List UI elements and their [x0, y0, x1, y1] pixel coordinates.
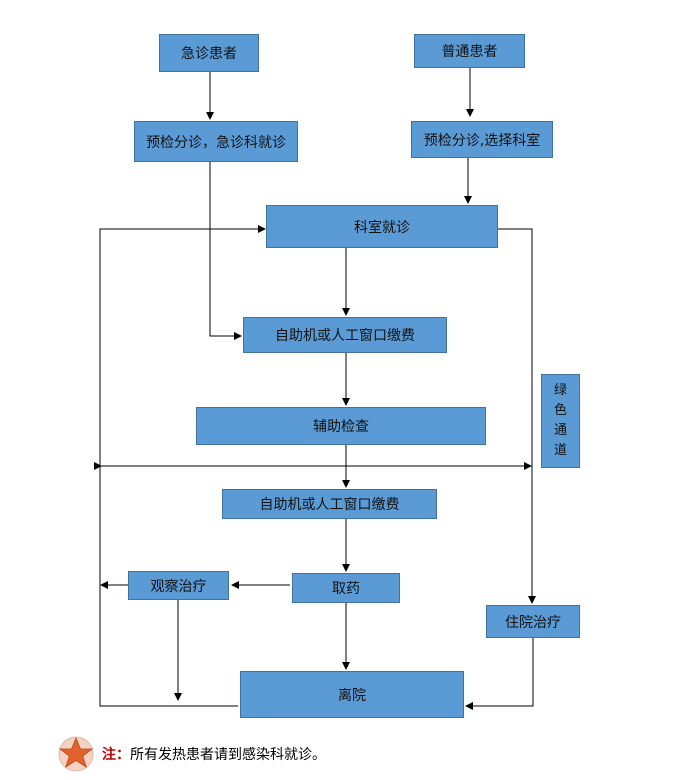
edge-dept-to-hospitalization [498, 228, 536, 604]
node-green-channel: 绿 色 通 道 [541, 374, 580, 468]
green-channel-char: 绿 [553, 383, 567, 398]
star-icon [58, 736, 94, 772]
node-triage-select-dept: 预检分诊,选择科室 [411, 121, 553, 158]
node-hospitalization: 住院治疗 [486, 605, 580, 638]
footnote: 注： 所有发热患者请到感染科就诊。 [56, 732, 326, 776]
green-channel-char: 色 [553, 403, 567, 418]
node-triage-emergency: 预检分诊，急诊科就诊 [134, 121, 298, 162]
note-label: 注： [102, 747, 130, 763]
green-channel-char: 通 [553, 423, 567, 438]
node-payment-1: 自助机或人工窗口缴费 [243, 317, 447, 353]
node-observation: 观察治疗 [128, 571, 229, 600]
node-aux-exam: 辅助检查 [196, 407, 486, 445]
node-pharmacy: 取药 [292, 573, 400, 603]
node-regular-patient: 普通患者 [414, 34, 525, 68]
edge-emergency-to-payment [209, 162, 242, 340]
edge-hospitalization-to-discharge [465, 638, 534, 710]
node-discharge: 离院 [240, 671, 464, 718]
note-text: 所有发热患者请到感染科就诊。 [130, 747, 326, 763]
green-channel-char: 道 [553, 443, 567, 458]
edge-left-loop [99, 225, 266, 707]
node-emergency-patient: 急诊患者 [159, 34, 259, 72]
node-dept-visit: 科室就诊 [266, 205, 498, 248]
node-payment-2: 自助机或人工窗口缴费 [222, 489, 437, 519]
